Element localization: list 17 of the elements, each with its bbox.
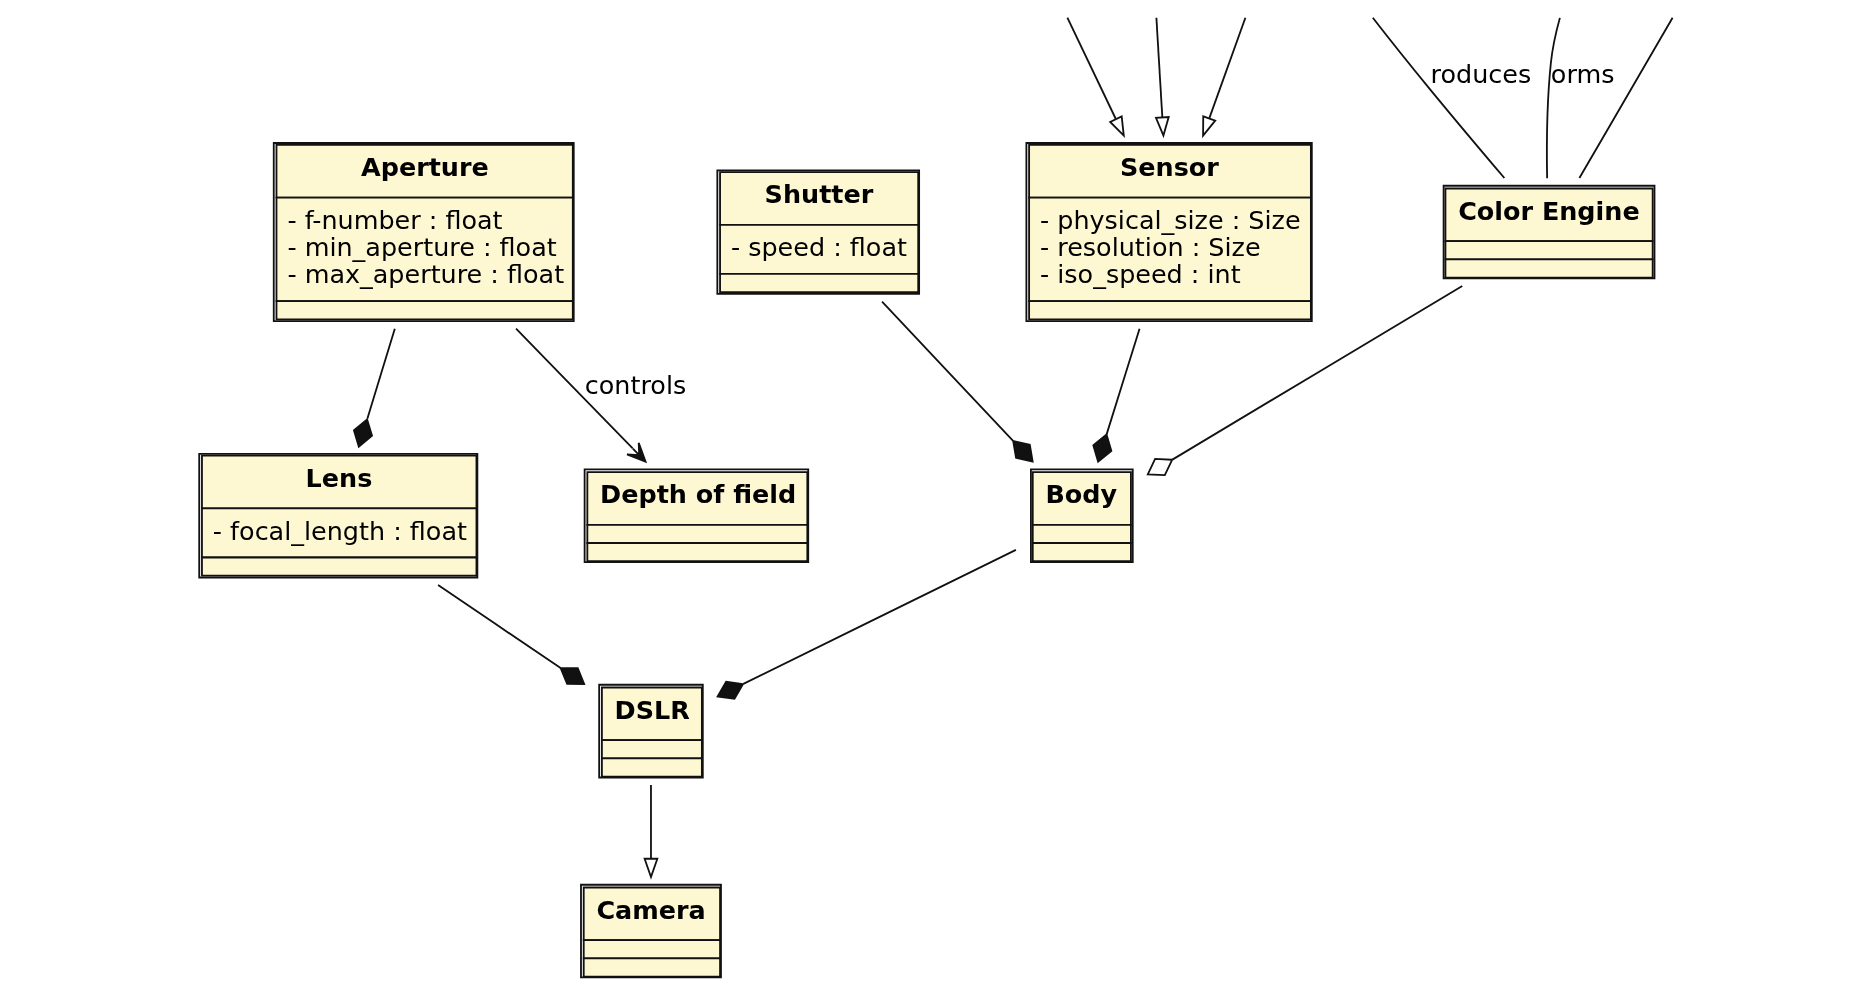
connector bbox=[1545, 16, 1561, 179]
arrow bbox=[642, 783, 659, 880]
edge-label: orms bbox=[1550, 58, 1614, 89]
connector bbox=[1578, 16, 1673, 179]
connector bbox=[715, 548, 1017, 700]
arrow bbox=[514, 327, 646, 463]
edge-label: roduces bbox=[1430, 58, 1531, 89]
arrow bbox=[1154, 16, 1170, 138]
connector bbox=[352, 327, 396, 448]
connector bbox=[1091, 327, 1140, 463]
arrow bbox=[1065, 16, 1125, 138]
connector bbox=[1145, 284, 1463, 476]
connector bbox=[436, 583, 586, 685]
connector bbox=[880, 300, 1034, 463]
edge-label: controls bbox=[584, 369, 686, 400]
arrow bbox=[1201, 16, 1246, 138]
connector bbox=[1371, 16, 1505, 179]
